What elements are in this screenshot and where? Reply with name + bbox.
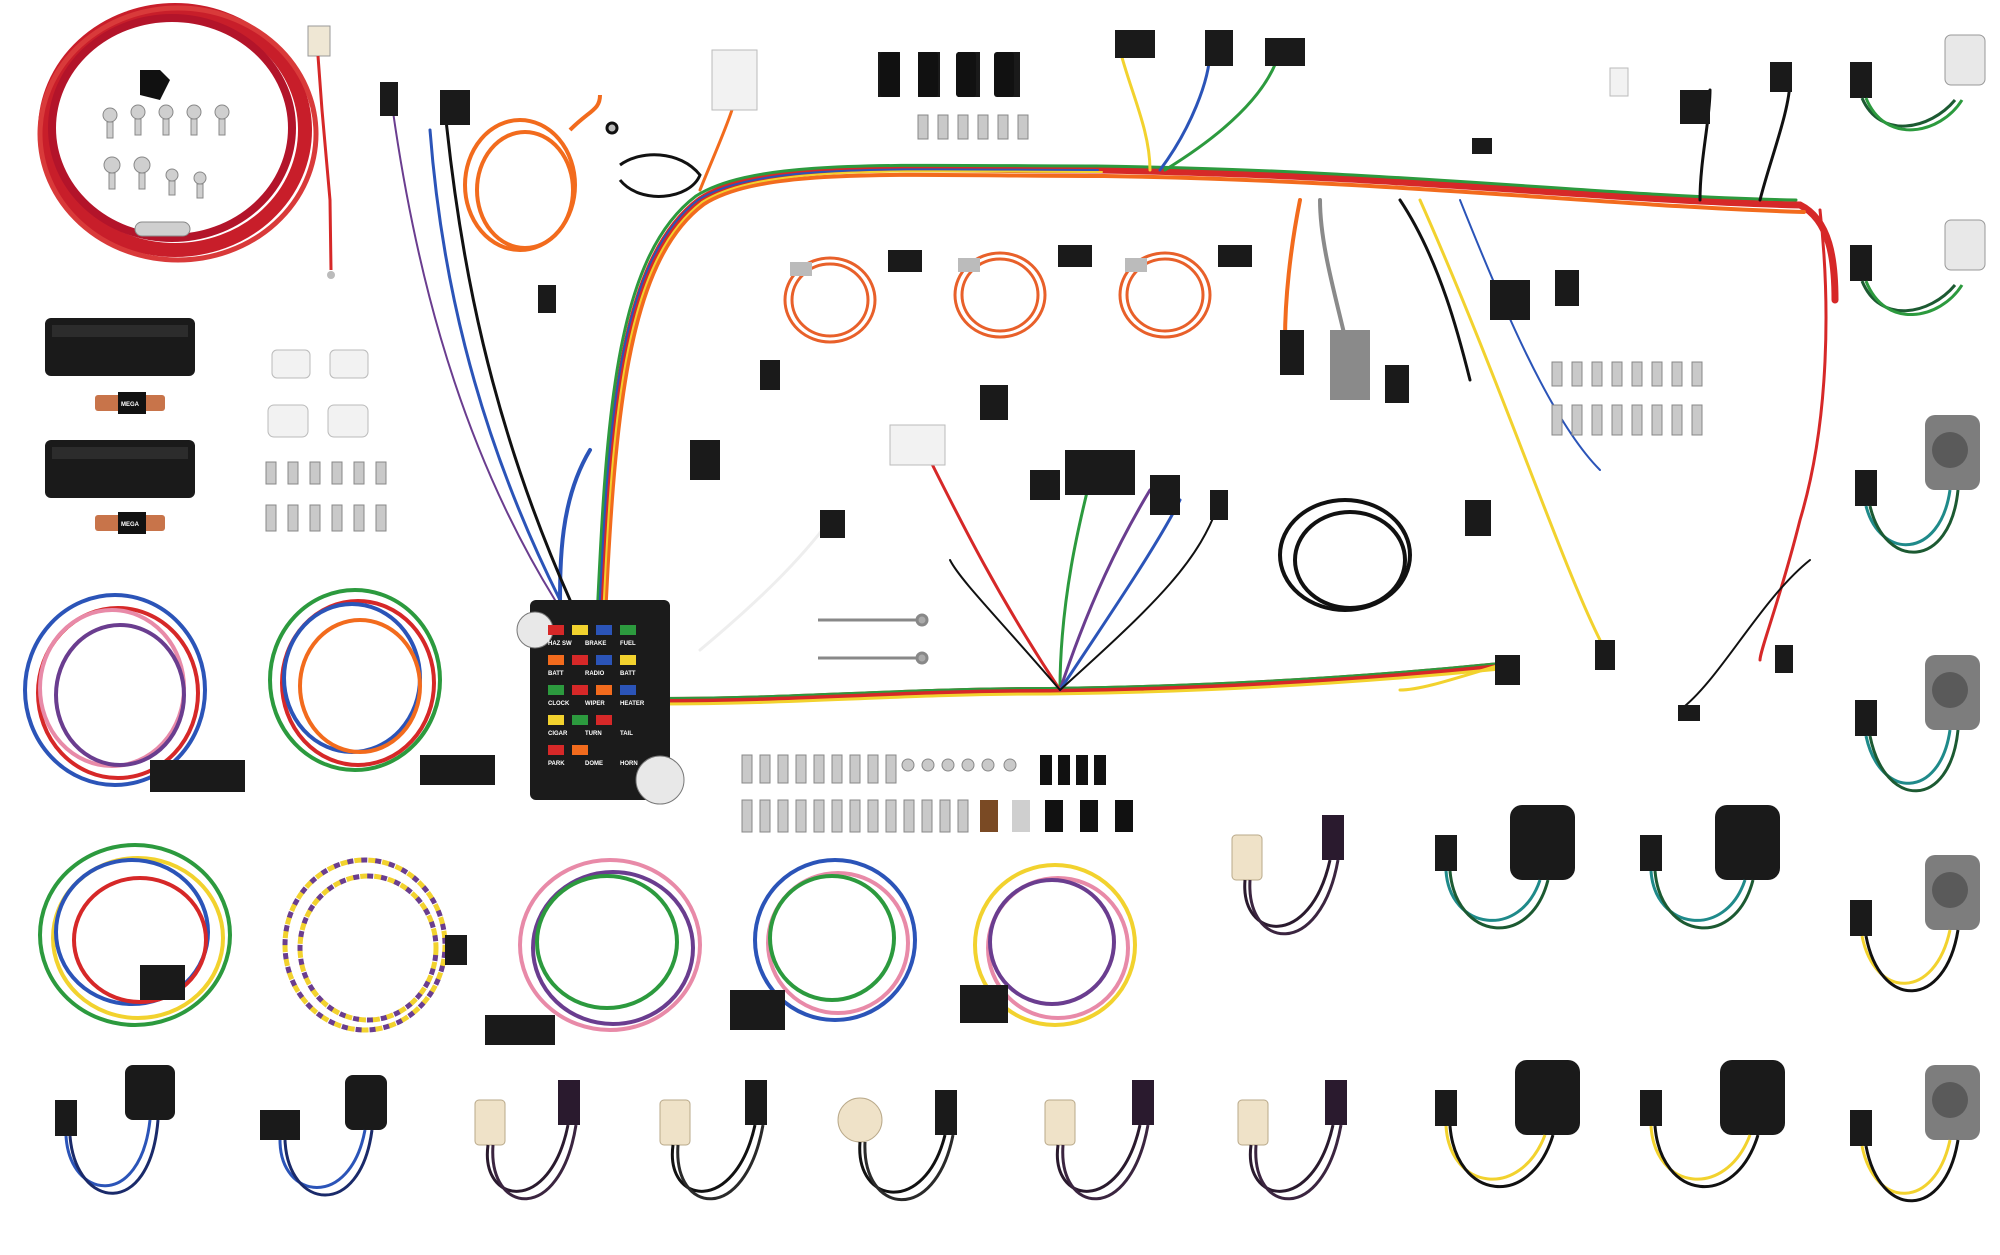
harness-coil-d bbox=[282, 857, 467, 1033]
harness-coil-c bbox=[38, 843, 232, 1027]
bulb-pigtail-b2 bbox=[260, 1075, 387, 1197]
mega-fuse-holder-2: MEGA bbox=[45, 440, 195, 534]
spade-terminals-left bbox=[265, 461, 387, 532]
fuse-label-7: WIPER bbox=[585, 701, 605, 707]
terminal-assortment-center bbox=[741, 754, 1017, 833]
socket-pigtail-r2 bbox=[1850, 219, 1986, 316]
bulb-pigtail-b4 bbox=[659, 1080, 767, 1201]
fuse-panel: HAZ SW BRAKE FUEL BATT RADIO BATT CLOCK … bbox=[516, 600, 685, 805]
socket-pigtail-r5 bbox=[1850, 855, 1980, 993]
mega-fuse-holder-1: MEGA bbox=[45, 318, 195, 414]
bulb-pigtail-b5 bbox=[837, 1090, 957, 1202]
fusible-link-wire bbox=[307, 25, 335, 279]
fuse-label-4: RADIO bbox=[585, 671, 605, 677]
socket-pigtail-m4 bbox=[1640, 1060, 1785, 1188]
socket-pigtail-m3 bbox=[1435, 1060, 1580, 1188]
fuse-label-10: TURN bbox=[585, 731, 602, 737]
harness-coil-b bbox=[268, 588, 495, 785]
fuse-label-14: HORN bbox=[620, 761, 638, 767]
socket-pigtail-r3 bbox=[1855, 415, 1980, 554]
harness-coil-e bbox=[485, 858, 702, 1045]
battery-lug-terminals bbox=[102, 104, 230, 237]
fuse-label-6: CLOCK bbox=[548, 701, 570, 707]
fuse-label-2: FUEL bbox=[620, 641, 636, 647]
black-wire-coil bbox=[1278, 498, 1412, 612]
fuse-label-3: BATT bbox=[548, 671, 564, 677]
orange-wire-coil bbox=[463, 94, 602, 252]
fuse-label-11: TAIL bbox=[620, 731, 633, 737]
socket-pigtail-m1 bbox=[1435, 805, 1575, 930]
fuse-label-8: HEATER bbox=[620, 701, 645, 707]
socket-pigtail-r6 bbox=[1850, 1065, 1980, 1203]
mega-fuse-label-1: MEGA bbox=[121, 402, 140, 408]
loose-connector-bodies bbox=[880, 52, 1029, 140]
harness-coil-g bbox=[960, 863, 1137, 1027]
harness-coil-f bbox=[730, 858, 917, 1030]
white-connector-housings bbox=[267, 349, 369, 438]
ground-wire bbox=[605, 121, 702, 198]
bulb-pigtail-b7 bbox=[1237, 1080, 1347, 1201]
battery-cable-coil bbox=[37, 3, 319, 263]
orange-pigtail-coils bbox=[783, 251, 1212, 344]
pigtail-connectors bbox=[790, 245, 1252, 276]
bulb-pigtail-b1 bbox=[55, 1065, 175, 1195]
fuse-label-13: DOME bbox=[585, 761, 603, 767]
fuse-label-1: BRAKE bbox=[585, 641, 606, 647]
socket-pigtail-m2 bbox=[1640, 805, 1780, 930]
fuse-label-0: HAZ SW bbox=[548, 641, 572, 647]
mounting-screws bbox=[818, 613, 929, 665]
fuse-label-12: PARK bbox=[548, 761, 565, 767]
bulb-pigtail-top bbox=[1231, 815, 1344, 936]
harness-coil-a bbox=[23, 593, 245, 792]
bulb-pigtail-b3 bbox=[474, 1080, 580, 1201]
bulb-pigtail-b6 bbox=[1044, 1080, 1154, 1201]
socket-pigtail-r1 bbox=[1850, 34, 1986, 132]
mega-fuse-label-2: MEGA bbox=[121, 522, 140, 528]
fuse-label-5: BATT bbox=[620, 671, 636, 677]
terminals-grid-right bbox=[1551, 361, 1703, 436]
fuse-row bbox=[548, 625, 636, 755]
small-black-connectors-center bbox=[980, 755, 1133, 832]
socket-pigtail-r4 bbox=[1855, 655, 1980, 793]
fuse-label-9: CIGAR bbox=[548, 731, 568, 737]
